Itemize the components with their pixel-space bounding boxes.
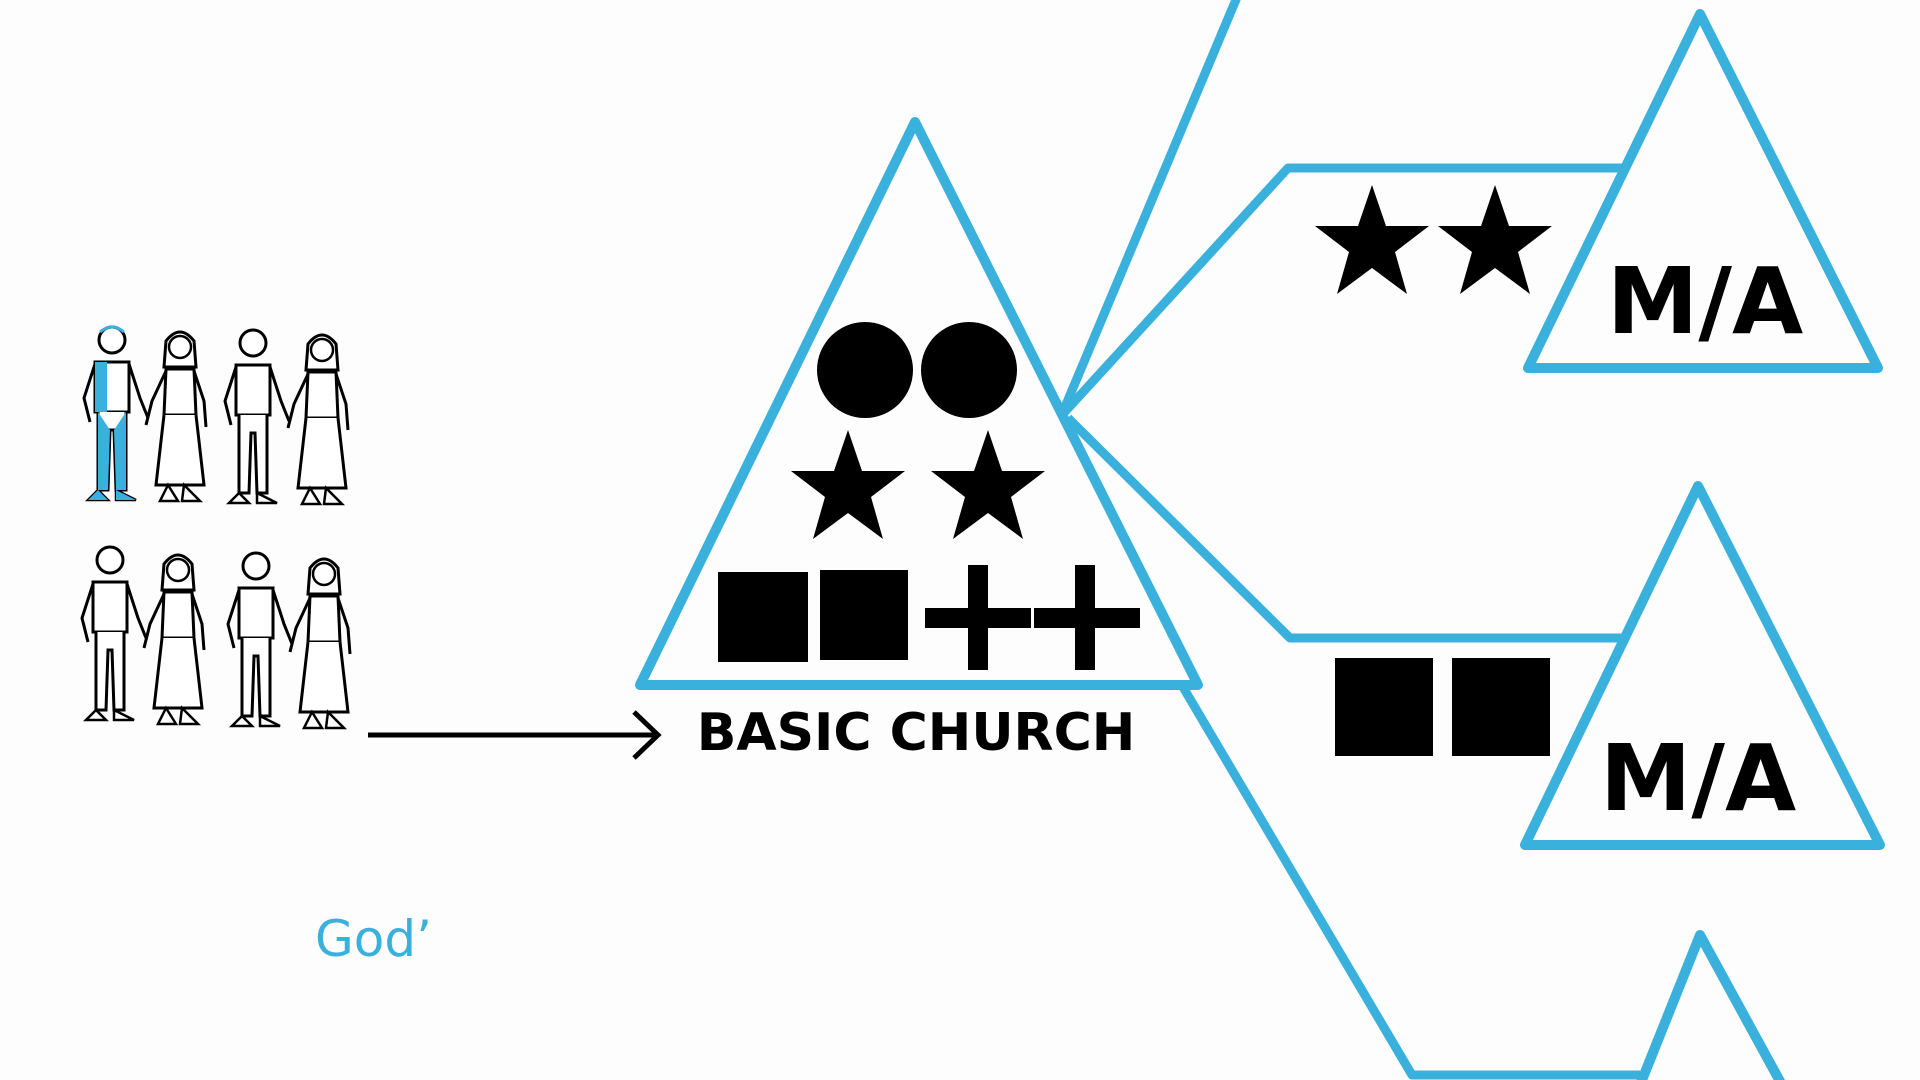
- ma-label-2: M/A: [1600, 725, 1796, 832]
- person-woman: [286, 333, 350, 506]
- branch-connectors: [1058, 0, 1640, 1080]
- basic-church-label: BASIC CHURCH: [697, 703, 1136, 763]
- plus-symbol: [1034, 565, 1140, 670]
- star-symbol: [791, 430, 905, 539]
- caption-text: God’: [315, 910, 432, 968]
- square-symbol: [718, 572, 808, 662]
- person-woman: [144, 330, 208, 503]
- person-man-highlighted: [82, 325, 150, 502]
- square-symbol: [1452, 658, 1550, 756]
- basic-church-triangle: [635, 117, 1203, 690]
- person-man: [80, 545, 148, 722]
- person-woman: [142, 553, 206, 726]
- star-symbol: [1438, 185, 1552, 294]
- plus-symbol: [925, 565, 1031, 670]
- branch-triangle-2: M/A: [1335, 481, 1885, 850]
- square-symbol: [820, 570, 908, 660]
- branch-triangle-3: [1636, 930, 1785, 1080]
- circle-symbol: [817, 322, 913, 418]
- star-symbol: [1315, 185, 1429, 294]
- ma-label-1: M/A: [1607, 248, 1803, 355]
- branch-triangle-1: M/A: [1315, 9, 1883, 373]
- people-group: [80, 325, 352, 730]
- star-symbol: [931, 430, 1045, 539]
- square-symbol: [1335, 658, 1433, 756]
- circle-symbol: [921, 322, 1017, 418]
- person-man: [226, 551, 294, 728]
- person-woman: [288, 557, 352, 730]
- flow-arrow: [368, 710, 662, 760]
- person-man: [223, 328, 291, 505]
